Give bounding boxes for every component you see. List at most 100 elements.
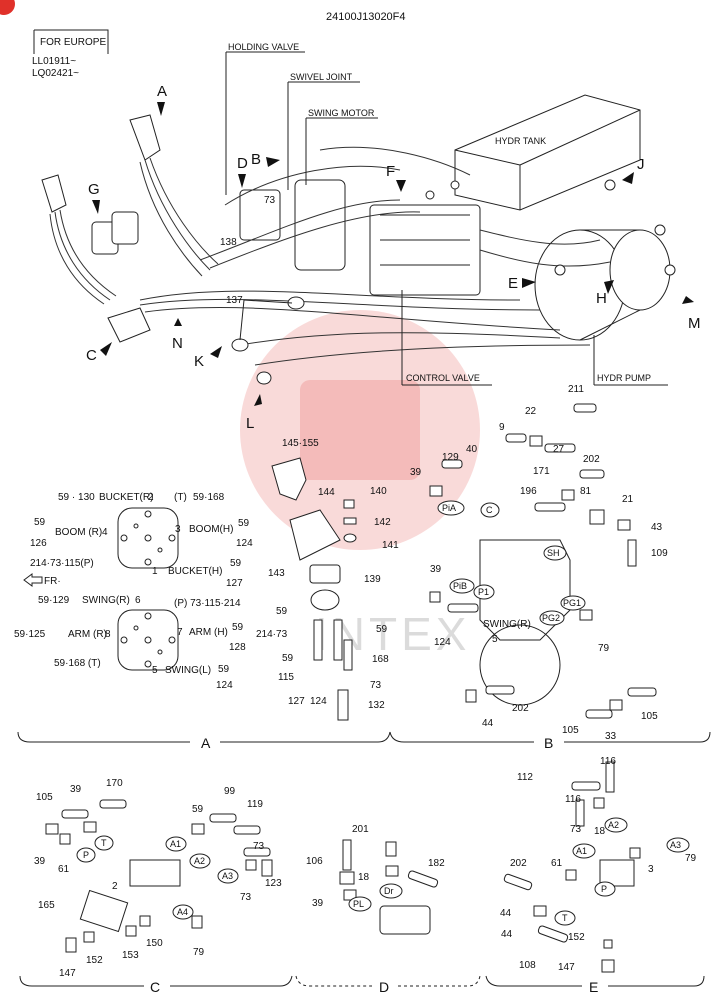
b-part-0: 211 [568,384,584,395]
port-1: 1 [152,566,158,577]
c-part-9: 123 [265,878,282,889]
a-part-14: 127 [288,696,305,707]
b-port-pia: PiA [442,503,456,513]
c-part-16: 147 [59,968,76,979]
port-5: 5 [152,665,158,676]
b-part-16: 79 [598,643,610,654]
section-label-a: A [201,735,211,751]
bucket-h-label: BUCKET(H) [168,566,222,577]
view-letter-g: G [88,181,100,198]
section-divider-cde: C D E [19,975,705,995]
e-part-10: 44 [501,929,513,940]
b-part-13: 109 [651,548,668,559]
a-part-8: 214·73 [256,629,288,640]
e-part-5: 79 [685,853,697,864]
view-a: 59 · 130 BUCKET(R) 2 (T) 59·168 59 BOOM … [14,438,399,721]
c-part-5: 59 [192,804,204,815]
b-part-20: 202 [512,703,529,714]
b-part-3: 40 [466,444,478,455]
e-part-7: 61 [551,858,563,869]
bucket-h-nums-a: 59 [230,558,242,569]
e-port-a2: A2 [608,820,619,830]
serial-2: LQ02421~ [32,68,79,79]
corner-badge-icon [0,0,15,15]
fr-label: FR· [44,576,61,587]
c-port-t: T [101,838,107,848]
swing-motor-label: SWING MOTOR [308,108,375,118]
c-part-7: 119 [247,799,263,810]
d-part-2: 182 [428,858,445,869]
port-3: 3 [175,524,181,535]
front-arrow-icon [23,573,43,587]
b-part-17: 105 [562,725,579,736]
c-part-2: 170 [106,778,123,789]
b-port-sh: SH [547,548,560,558]
bucket-r-label: BUCKET(R) [99,492,153,503]
b-port-pg1: PG1 [563,598,581,608]
holding-valve-label: HOLDING VALVE [228,42,299,52]
swing-r-label: SWING(R) [82,595,130,606]
section-label-b: B [544,735,553,751]
e-part-6: 202 [510,858,527,869]
b-part-6: 171 [533,466,550,477]
a-part-6: 139 [364,574,381,585]
europe-box: FOR EUROPE LL01911~ LQ02421~ [32,29,109,79]
section-divider-ab: A B [17,731,711,751]
view-letter-d: D [237,155,248,172]
p-label-upper: 214·73·115(P) [30,558,94,569]
d-part-0: 201 [352,824,369,835]
machine-overview [41,94,676,385]
e-part-8: 3 [648,864,654,875]
c-port-a4: A4 [177,907,188,917]
boom-h-label: BOOM(H) [189,524,233,535]
section-label-e: E [589,979,598,995]
view-letter-h: H [596,290,607,307]
view-letter-c: C [86,347,97,364]
b-part-4: 129 [442,452,459,463]
b-swing-port: 5 [492,634,498,645]
control-valve-label: CONTROL VALVE [406,373,480,383]
b-part-1: 22 [525,406,537,417]
arm-h-nums-b: 128 [229,642,246,653]
b-part-19: 33 [605,731,617,742]
b-part-5: 39 [410,467,422,478]
d-part-1: 106 [306,856,323,867]
e-part-0: 116 [600,756,616,767]
view-letter-j: J [637,156,645,173]
c-part-10: 73 [240,892,252,903]
c-port-a3: A3 [222,871,233,881]
bucket-r-nums: 59 · 130 [58,492,95,503]
c-port-a1: A1 [170,839,181,849]
serial-1: LL01911~ [32,56,76,67]
hydr-tank-label: HYDR TANK [495,136,546,146]
e-part-13: 147 [558,962,575,973]
e-part-3: 73 [570,824,582,835]
e-part-11: 152 [568,932,585,943]
arm-h-nums-a: 59 [232,622,244,633]
bucket-h-nums-b: 127 [226,578,243,589]
callouts: HOLDING VALVE SWIVEL JOINT SWING MOTOR H… [225,42,668,386]
a-part-5: 143 [268,568,285,579]
a-part-7: 59 [276,606,288,617]
c-part-13: 150 [146,938,163,949]
port-4: 4 [102,527,108,538]
view-b: PiA C PiB P1 SH PG1 PG2 SWING(R) 5 211 2… [410,384,668,742]
b-swing-label: SWING(R) [483,619,531,630]
e-part-12: 108 [519,960,536,971]
b-part-12: 43 [651,522,663,533]
swivel-joint-label: SWIVEL JOINT [290,72,353,82]
arm-r-label: ARM (R) [68,629,107,640]
boom-h-nums-a: 59 [238,518,250,529]
b-part-18: 105 [641,711,658,722]
e-port-a3: A3 [670,840,681,850]
swing-l-nums-a: 59 [218,664,230,675]
e-part-2: 116 [565,794,581,805]
view-indicators: A B C D E F G H J K L M N 73 138 137 [86,83,701,432]
c-part-8: 73 [253,841,265,852]
a-part-0: 145·155 [282,438,319,449]
b-part-9: 196 [520,486,537,497]
t-label-lower: 59·168 (T) [54,658,101,669]
t-nums-upper: 59·168 [193,492,225,503]
b-part-14: 39 [430,564,442,575]
